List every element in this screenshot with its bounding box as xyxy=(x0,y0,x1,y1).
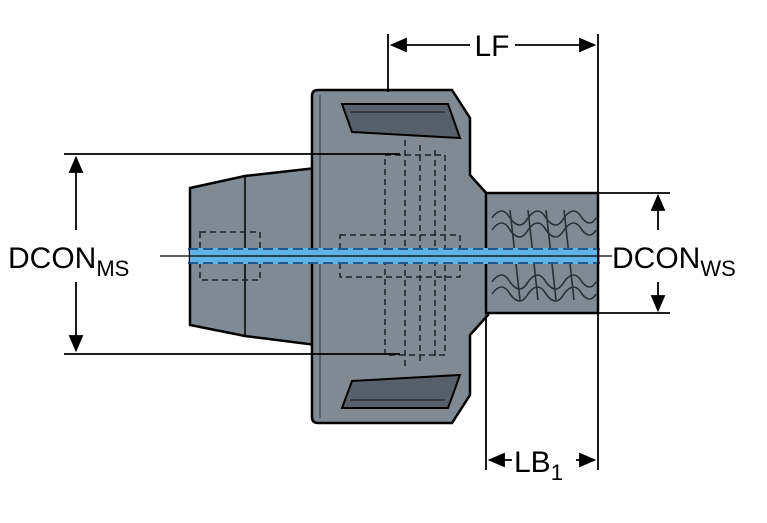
coolant-channel-dash xyxy=(188,248,600,264)
dimension-lb1 xyxy=(485,315,597,470)
dcon-ms-label-main: DCON xyxy=(8,242,96,275)
lower-recess xyxy=(340,373,462,409)
dcon-ws-label-main: DCON xyxy=(612,242,700,275)
lb1-label: LB1 xyxy=(514,446,563,485)
dcon-ms-label-subscript: MS xyxy=(96,256,129,281)
lf-label: LF xyxy=(474,30,509,63)
adapter-body xyxy=(160,88,612,425)
upper-recess xyxy=(340,103,462,140)
dcon-ws-label: DCONWS xyxy=(612,242,736,281)
dimension-dcon-ws xyxy=(598,192,670,314)
lb1-label-main: LB xyxy=(514,446,551,479)
dimension-lf xyxy=(387,34,599,470)
lb1-label-subscript: 1 xyxy=(551,460,563,485)
dimension-dcon-ms xyxy=(64,153,400,355)
dcon-ws-label-subscript: WS xyxy=(700,256,735,281)
dcon-ms-label: DCONMS xyxy=(8,242,129,281)
